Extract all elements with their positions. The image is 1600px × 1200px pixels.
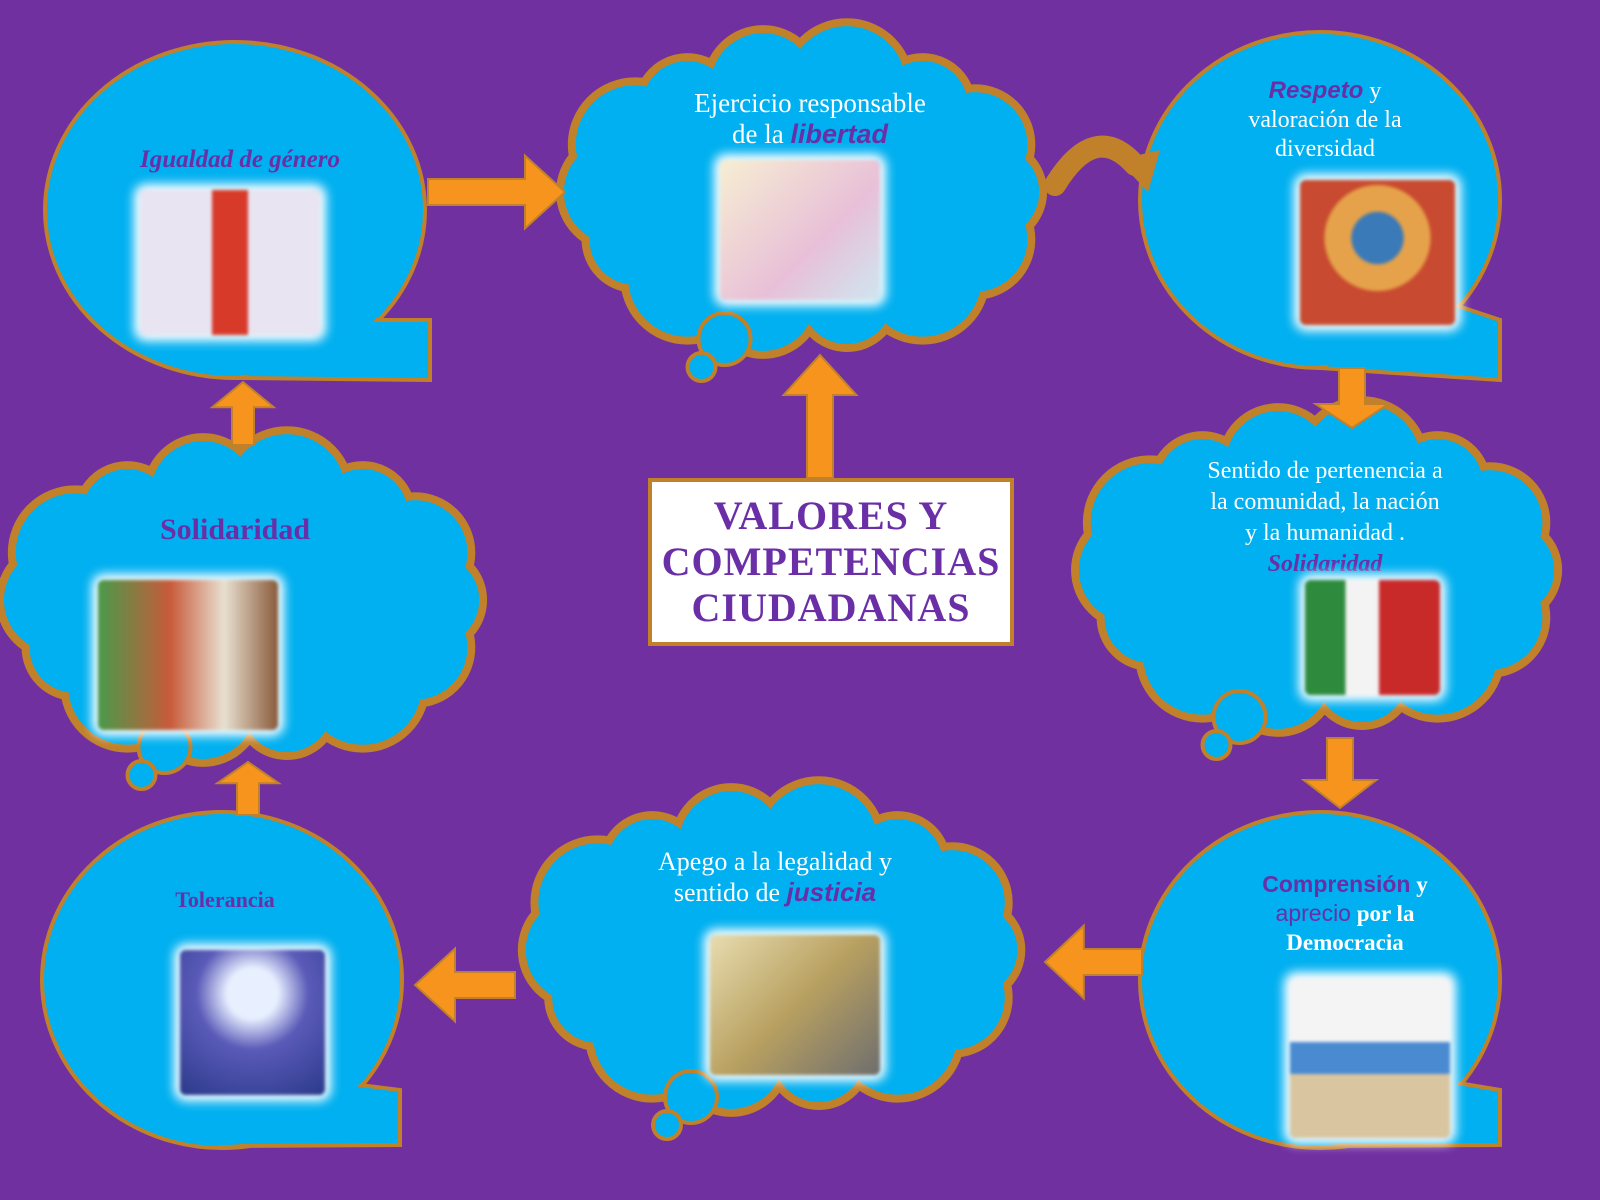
arrow-solidaridad-to-igualdad [209,380,277,446]
arrow-igualdad-to-libertad [427,153,567,231]
people-group-image [98,580,278,730]
respeto-emphasis: Respeto [1268,77,1364,104]
sentido-cloud [1071,396,1563,761]
central-title-box: VALORES Y COMPETENCIAS CIUDADANAS [648,478,1014,646]
igualdad-label: Igualdad de género [140,146,340,173]
sentido-line-2: la comunidad, la nación [1210,489,1440,515]
arrow-sentido-to-comprension [1300,737,1380,810]
libertad-text: Ejercicio responsable de la libertad [640,88,980,150]
mexico-flag-image [1305,580,1440,695]
ballot-box-image [1290,978,1450,1138]
arrow-apego-to-tolerancia [413,946,516,1024]
title-line-1: VALORES Y [713,493,949,538]
arrow-center-to-libertad [781,353,859,479]
comprension-emphasis: Comprensión [1262,871,1411,897]
respeto-text: Respeto y valoración de la diversidad [1190,76,1460,164]
respeto-line-3: diversidad [1275,136,1375,162]
apego-line-1: Apego a la legalidad y [658,847,892,876]
respeto-line-2: valoración de la [1248,107,1402,133]
handshake-image [180,950,325,1095]
curved-arrow-libertad-to-respeto [1044,135,1160,196]
sentido-line-3: y la humanidad . [1245,520,1405,546]
gender-equality-image [140,190,320,335]
apego-emphasis: justicia [786,877,877,907]
arrow-respeto-to-sentido [1312,367,1392,430]
apego-cloud [517,776,1026,1141]
tolerancia-label: Tolerancia [175,887,275,912]
arrow-comprension-to-apego [1043,923,1143,1001]
sentido-emphasis: Solidaridad [1267,551,1383,577]
sentido-line-1: Sentido de pertenencia a [1207,458,1443,484]
sentido-text: Sentido de pertenencia a la comunidad, l… [1160,456,1490,580]
libertad-emphasis: libertad [790,119,888,149]
libertad-line-2: de la [731,119,791,149]
libertad-line-1: Ejercicio responsable [694,88,926,118]
arrow-tolerancia-to-solidaridad [213,760,283,816]
dove-hands-image [720,160,880,300]
justice-scales-image [710,935,880,1075]
respeto-line-1: y [1363,78,1382,104]
solidaridad-label: Solidaridad [159,513,311,546]
comprension-y: y [1410,872,1428,897]
title-line-2: COMPETENCIAS [661,539,1001,584]
comprension-line-2: por la [1350,901,1415,926]
apego-line-2: sentido de [673,878,787,907]
apego-text: Apego a la legalidad y sentido de justic… [610,846,940,908]
comprension-text: Comprensión y aprecio por la Democracia [1200,870,1490,957]
aprecio-emphasis: aprecio [1275,900,1351,926]
comprension-line-3: Democracia [1286,930,1404,955]
children-globe-image [1300,180,1455,325]
title-line-3: CIUDADANAS [691,585,971,630]
